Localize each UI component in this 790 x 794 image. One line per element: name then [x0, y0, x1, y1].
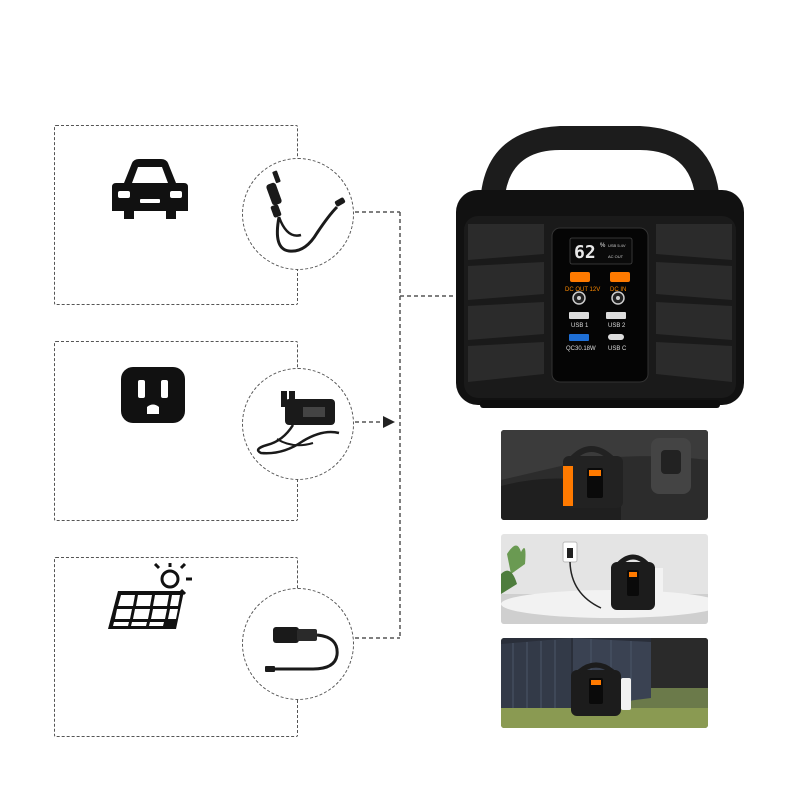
car-icon — [110, 155, 190, 221]
ac-adapter-icon — [256, 391, 340, 455]
usb2-port — [606, 312, 626, 319]
solar-connector-cable-icon — [265, 627, 339, 672]
usbc-port — [608, 334, 624, 340]
power-button-right — [610, 272, 630, 282]
solar-cable-circle — [242, 588, 354, 700]
car-charger-cable-icon — [266, 170, 346, 253]
display-unit: % — [600, 243, 606, 249]
solar-panel-icon — [106, 563, 198, 633]
dc-out-label: DC OUT 12V — [565, 287, 600, 293]
adapter-cable-circle — [242, 368, 354, 480]
dc-in-label: DC IN — [610, 287, 626, 293]
wall-outlet-icon — [120, 366, 186, 424]
outdoor-solar-photo — [501, 638, 708, 728]
usb1-port — [569, 312, 589, 319]
home-desk-photo — [501, 534, 708, 624]
power-station: 62 % USB 5.4V AC OUT DC OUT 12V DC IN US… — [440, 120, 760, 415]
usbc-label: USB C — [608, 346, 627, 352]
usb1-label: USB 1 — [571, 323, 589, 329]
car-cable-circle — [242, 158, 354, 270]
qc-label: QC30.18W — [566, 346, 596, 352]
display-small-2: AC OUT — [608, 254, 624, 259]
lcd-display — [569, 237, 633, 265]
display-small-1: USB 5.4V — [608, 243, 626, 248]
control-panel — [551, 227, 649, 383]
arrow-head-left — [383, 416, 395, 428]
usb2-label: USB 2 — [608, 323, 626, 329]
display-value: 62 — [574, 242, 596, 263]
qc-port — [569, 334, 589, 341]
power-button-left — [570, 272, 590, 282]
car-interior-photo — [501, 430, 708, 520]
